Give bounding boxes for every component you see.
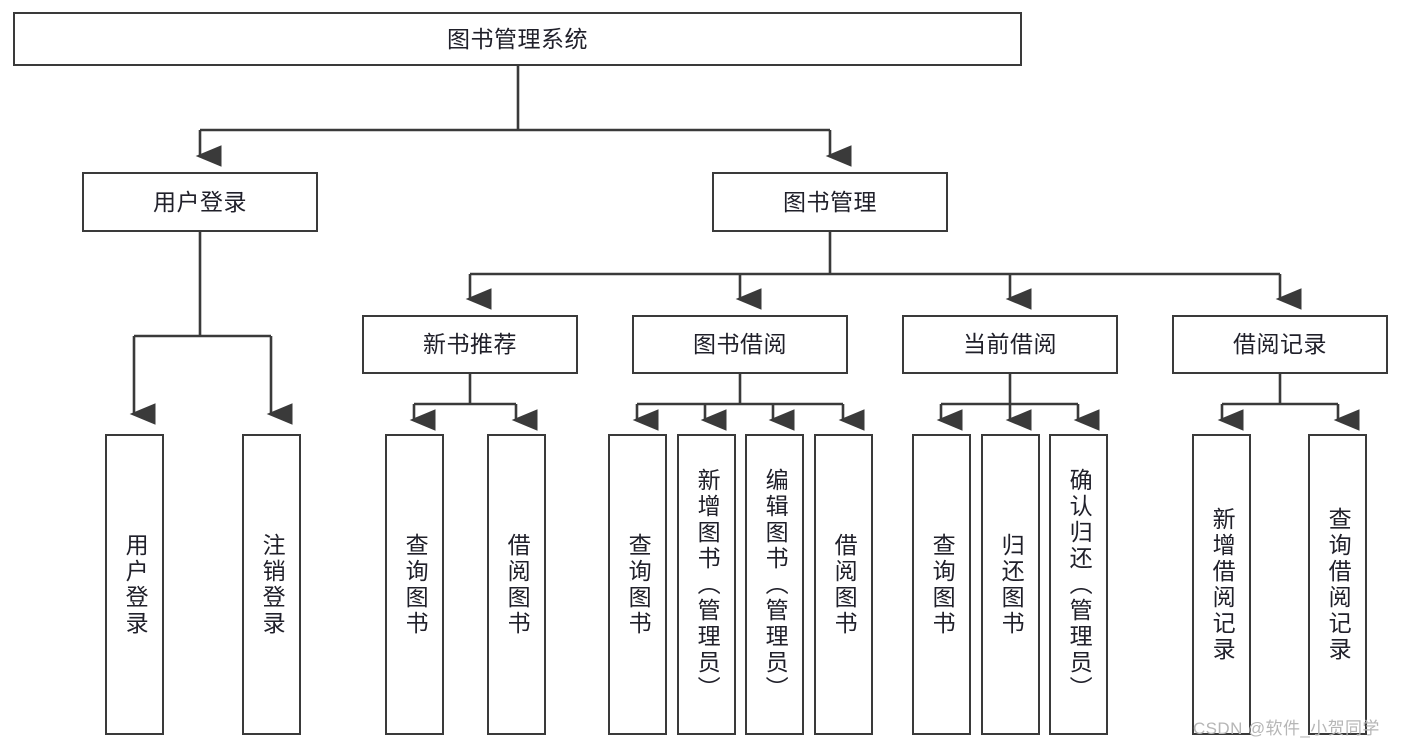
node-leaf-edit-book-label: 编辑图书（管理员） [762, 467, 789, 702]
watermark-text: CSDN @软件_小贺同学 [1193, 719, 1380, 738]
node-root-label: 图书管理系统 [447, 25, 588, 52]
node-leaf-query-record-label: 查询借阅记录 [1325, 506, 1352, 663]
node-leaf-borrow-book-1-label: 借阅图书 [504, 532, 531, 637]
node-borrow-record-label: 借阅记录 [1233, 331, 1327, 357]
node-leaf-add-record[interactable]: 新增借阅记录 [1192, 434, 1251, 735]
node-user-login[interactable]: 用户登录 [82, 172, 318, 232]
node-leaf-borrow-book-1[interactable]: 借阅图书 [487, 434, 546, 735]
node-leaf-query-book-1-label: 查询图书 [402, 532, 429, 637]
node-leaf-user-login[interactable]: 用户登录 [105, 434, 164, 735]
node-user-login-label: 用户登录 [153, 188, 247, 215]
node-leaf-add-book[interactable]: 新增图书（管理员） [677, 434, 736, 735]
node-leaf-user-logout[interactable]: 注销登录 [242, 434, 301, 735]
node-leaf-borrow-book-2-label: 借阅图书 [831, 532, 858, 637]
node-current-borrow[interactable]: 当前借阅 [902, 315, 1118, 374]
node-leaf-query-record[interactable]: 查询借阅记录 [1308, 434, 1367, 735]
node-leaf-user-login-label: 用户登录 [122, 532, 149, 637]
node-leaf-add-record-label: 新增借阅记录 [1209, 506, 1236, 663]
node-book-manage-label: 图书管理 [783, 188, 877, 215]
node-leaf-confirm-return-label: 确认归还（管理员） [1066, 467, 1093, 702]
node-leaf-return-book[interactable]: 归还图书 [981, 434, 1040, 735]
node-leaf-return-book-label: 归还图书 [998, 532, 1025, 637]
node-book-manage[interactable]: 图书管理 [712, 172, 948, 232]
node-leaf-user-logout-label: 注销登录 [259, 532, 286, 637]
node-leaf-borrow-book-2[interactable]: 借阅图书 [814, 434, 873, 735]
node-book-borrow-label: 图书借阅 [693, 331, 787, 357]
node-leaf-query-book-1[interactable]: 查询图书 [385, 434, 444, 735]
node-current-borrow-label: 当前借阅 [963, 331, 1057, 357]
node-leaf-edit-book[interactable]: 编辑图书（管理员） [745, 434, 804, 735]
node-borrow-record[interactable]: 借阅记录 [1172, 315, 1388, 374]
node-root[interactable]: 图书管理系统 [13, 12, 1022, 66]
node-leaf-query-book-3[interactable]: 查询图书 [912, 434, 971, 735]
node-book-borrow[interactable]: 图书借阅 [632, 315, 848, 374]
node-new-book-recommend[interactable]: 新书推荐 [362, 315, 578, 374]
node-new-book-recommend-label: 新书推荐 [423, 331, 517, 357]
node-leaf-query-book-2-label: 查询图书 [625, 532, 652, 637]
node-leaf-query-book-3-label: 查询图书 [929, 532, 956, 637]
node-leaf-confirm-return[interactable]: 确认归还（管理员） [1049, 434, 1108, 735]
node-leaf-query-book-2[interactable]: 查询图书 [608, 434, 667, 735]
node-leaf-add-book-label: 新增图书（管理员） [694, 467, 721, 702]
